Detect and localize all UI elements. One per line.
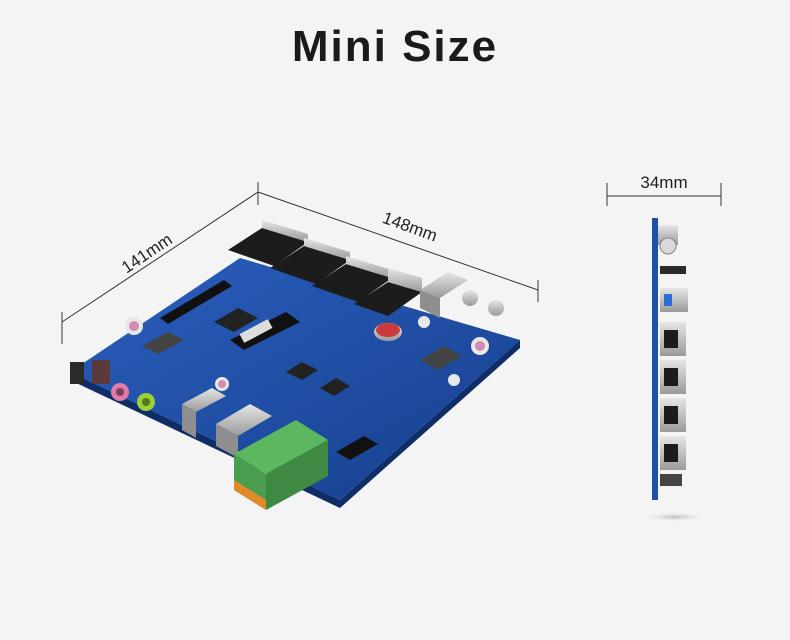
- length-label: 148mm: [380, 208, 440, 245]
- dimension-height: 34mm: [606, 173, 722, 206]
- motherboard-image: [70, 220, 520, 510]
- height-label: 34mm: [640, 173, 687, 192]
- terminal-block: [234, 420, 328, 510]
- side-profile-image: [641, 218, 709, 522]
- ethernet-ports: [228, 220, 422, 316]
- width-label: 141mm: [118, 230, 176, 277]
- page-title: Mini Size: [291, 22, 499, 71]
